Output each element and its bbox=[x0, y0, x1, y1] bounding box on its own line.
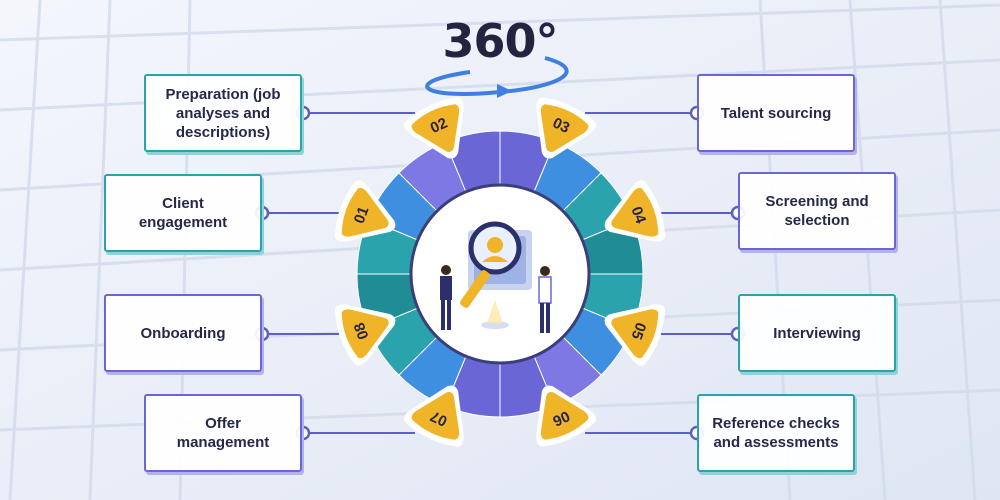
step-number-04: 04 bbox=[628, 204, 650, 226]
step-label-03: Talent sourcing bbox=[720, 104, 832, 122]
step-badge-03: 03 bbox=[536, 97, 597, 159]
step-badge-02: 02 bbox=[403, 97, 464, 159]
step-label-02: Preparation (job analyses and descriptio… bbox=[165, 85, 281, 141]
step-box-08: Onboarding bbox=[104, 294, 262, 372]
step-number-02: 02 bbox=[428, 115, 450, 137]
step-box-07: Offer management bbox=[144, 394, 302, 472]
step-badge-01: 01 bbox=[334, 180, 396, 242]
step-box-05: Interviewing bbox=[738, 294, 896, 372]
step-label-05: Interviewing bbox=[773, 324, 861, 342]
step-number-01: 01 bbox=[351, 204, 373, 225]
step-box-01: Client engagement bbox=[104, 174, 262, 252]
step-number-05: 05 bbox=[628, 320, 650, 341]
step-box-06: Reference checks and assessments bbox=[697, 394, 855, 472]
recruiter-illustration-icon bbox=[440, 221, 552, 333]
step-badge-07: 07 bbox=[403, 385, 464, 447]
step-number-06: 06 bbox=[550, 407, 572, 429]
title-360: 360° bbox=[442, 14, 558, 68]
step-label-04: Screening and selection bbox=[765, 193, 869, 229]
step-label-01: Client engagement bbox=[138, 195, 228, 231]
rotation-arrow-icon bbox=[425, 56, 569, 96]
step-label-06: Reference checks and assessments bbox=[712, 415, 840, 451]
step-label-07: Offer management bbox=[176, 415, 270, 451]
step-box-02: Preparation (job analyses and descriptio… bbox=[144, 74, 302, 152]
step-badge-04: 04 bbox=[604, 180, 666, 242]
step-number-07: 07 bbox=[428, 407, 450, 429]
step-badge-06: 06 bbox=[536, 385, 597, 447]
badges: 01 02 03 04 05 06 07 08 bbox=[334, 97, 666, 447]
step-badge-08: 08 bbox=[334, 304, 396, 366]
step-number-03: 03 bbox=[550, 115, 572, 137]
step-badge-05: 05 bbox=[604, 304, 666, 366]
step-number-08: 08 bbox=[351, 320, 373, 341]
step-box-04: Screening and selection bbox=[738, 172, 896, 250]
step-box-03: Talent sourcing bbox=[697, 74, 855, 152]
step-label-08: Onboarding bbox=[140, 324, 226, 342]
rotation-arrow-head-icon bbox=[497, 84, 512, 98]
